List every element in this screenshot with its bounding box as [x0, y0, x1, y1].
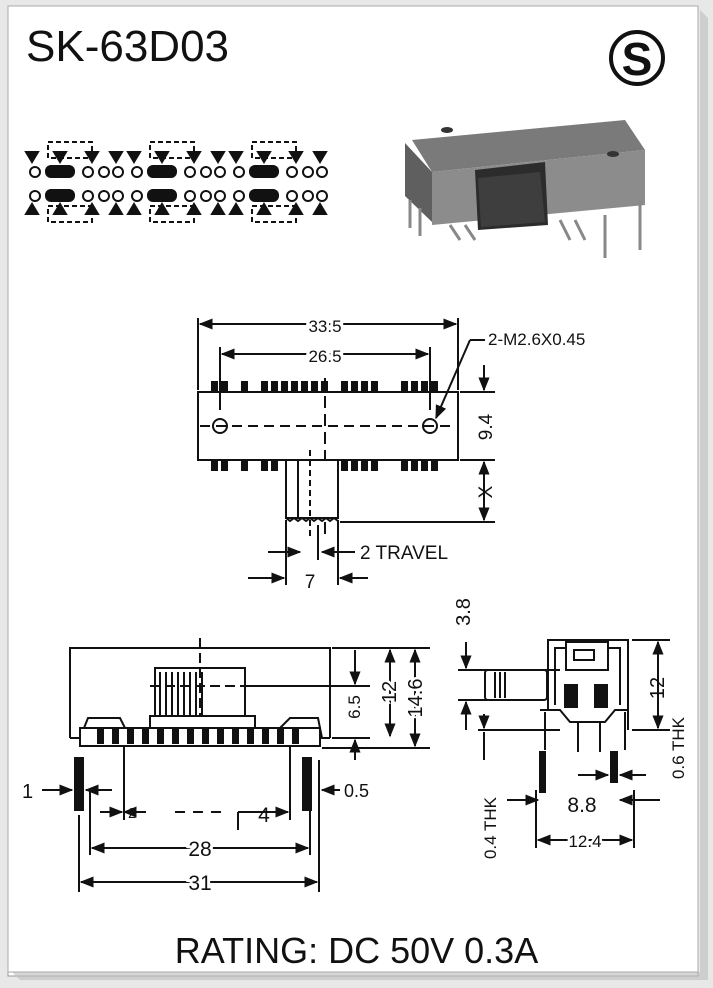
side-dim-thk-left: 0.4 THK [481, 796, 500, 859]
front-dim-pin-offset: 0.5 [344, 781, 369, 801]
front-dim-pitch: 4 [258, 804, 270, 827]
top-dim-overall: 33.5 [308, 317, 341, 336]
side-dim-knob: 3.8 [453, 598, 475, 626]
top-view [197, 318, 495, 585]
top-dim-x: X [476, 485, 497, 498]
side-view [458, 639, 670, 848]
part-number-title: SK-63D03 [26, 22, 230, 71]
top-dim-knob: 7 [305, 572, 316, 593]
brand-logo: S [609, 30, 665, 86]
front-dim-pitch-small: 2 [128, 805, 136, 822]
front-dim-total-h: 14.6 [405, 679, 427, 718]
side-dim-thk-right: 0.6 THK [669, 716, 688, 779]
front-dim-knob-h: 6.5 [345, 695, 364, 719]
rating-label: RATING: DC 50V 0.3A [174, 930, 539, 971]
front-dim-span: 28 [188, 838, 211, 861]
top-dim-height: 9.4 [476, 413, 497, 440]
front-dim-overall: 31 [188, 872, 211, 895]
top-dim-mount: 2-M2.6X0.45 [488, 330, 585, 349]
top-dim-travel: 2 TRAVEL [360, 543, 448, 564]
pcb-layout [24, 141, 328, 223]
top-dim-holes: 26.5 [308, 347, 341, 366]
side-dim-inner: 8.8 [567, 794, 596, 817]
side-dim-height: 12 [647, 677, 669, 699]
logo-letter: S [622, 33, 653, 85]
product-photo [405, 120, 645, 258]
front-dim-pin: 1 [22, 781, 33, 803]
side-dim-outer: 12.4 [568, 832, 601, 851]
front-dim-body-h: 12 [379, 681, 401, 703]
front-view [42, 638, 430, 892]
